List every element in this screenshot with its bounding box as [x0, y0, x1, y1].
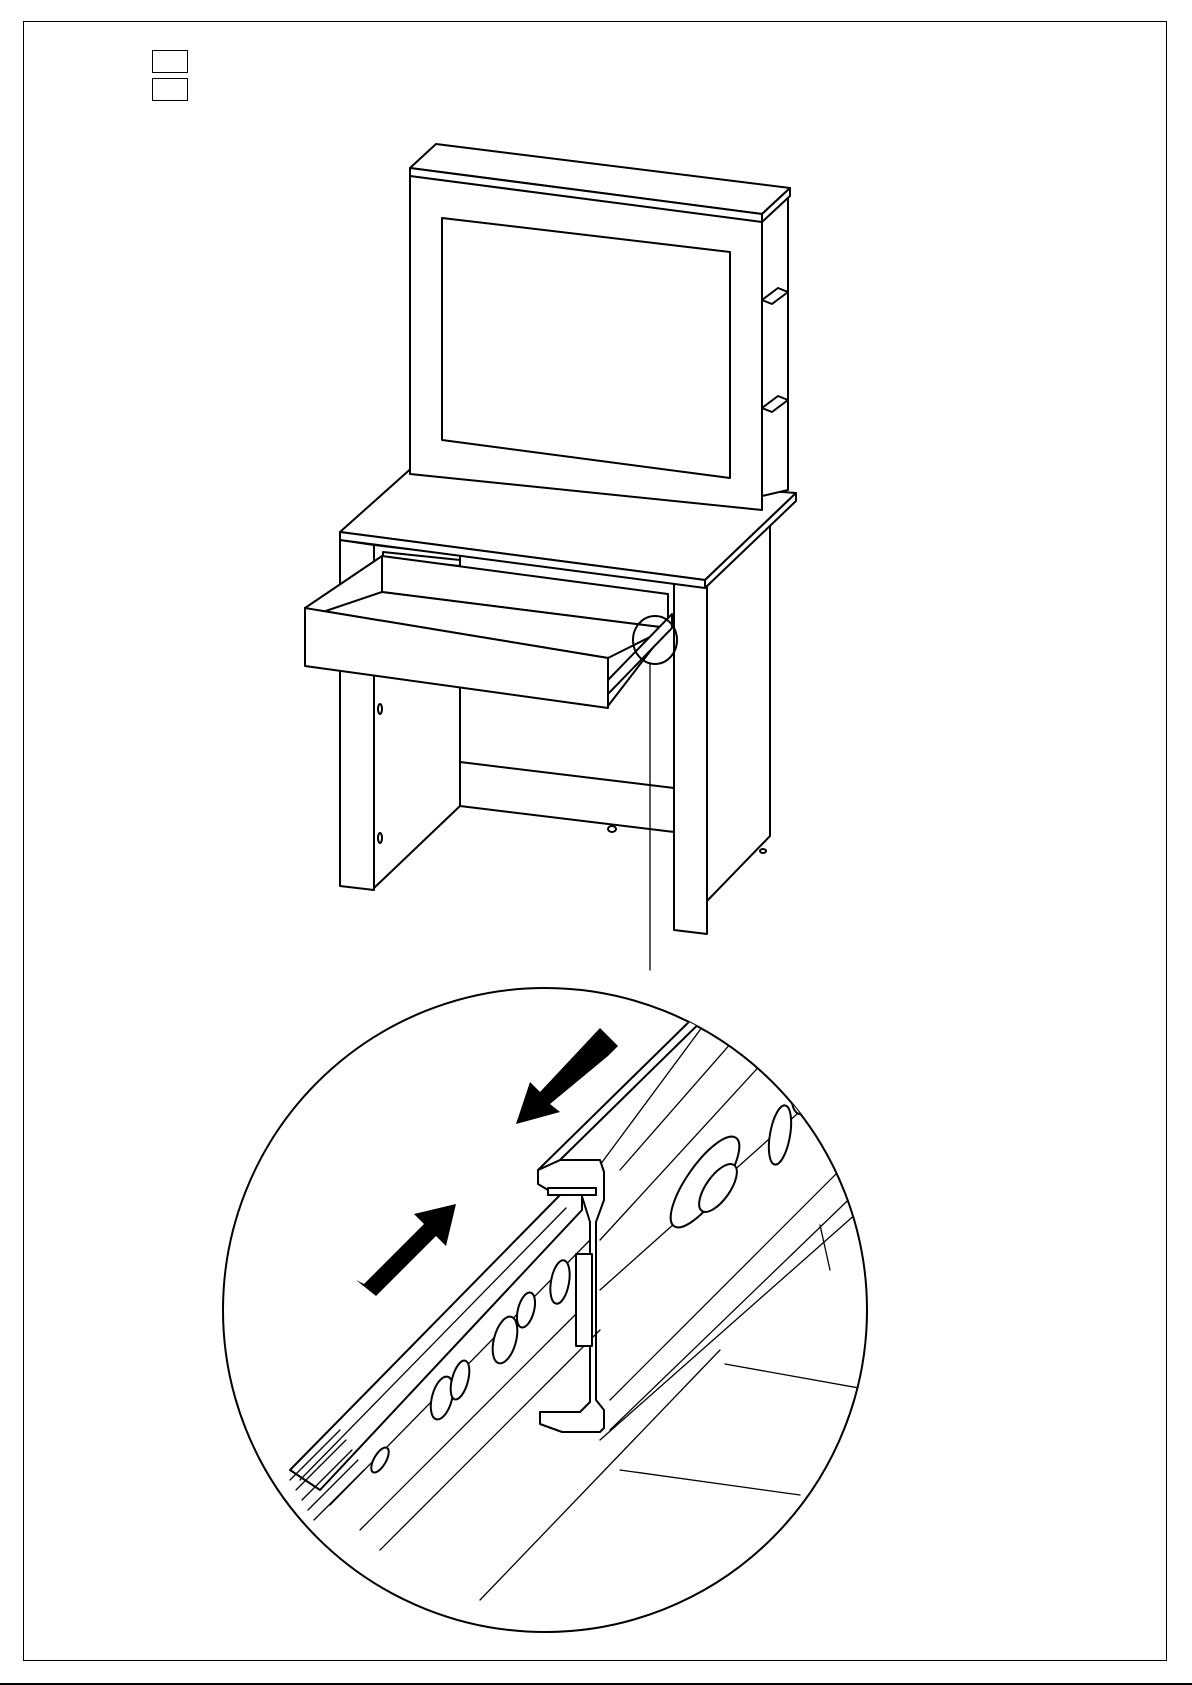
mirror-hutch: [410, 144, 790, 510]
panel-hole: [378, 833, 382, 843]
rail-oval-slot: [792, 1086, 808, 1114]
table-right-side-panel: [707, 525, 770, 901]
rail-slot: [548, 1188, 596, 1195]
panel-hole: [378, 704, 382, 714]
table-foot: [608, 826, 616, 832]
table-back-stretcher: [460, 762, 674, 832]
table-foot: [760, 849, 766, 853]
mirror-glass: [442, 218, 730, 478]
detail-view-circle: [223, 988, 867, 1632]
rail-release-clip: [576, 1254, 592, 1346]
hutch-shelf-side: [762, 190, 788, 496]
table-front-right-leg: [674, 580, 707, 934]
